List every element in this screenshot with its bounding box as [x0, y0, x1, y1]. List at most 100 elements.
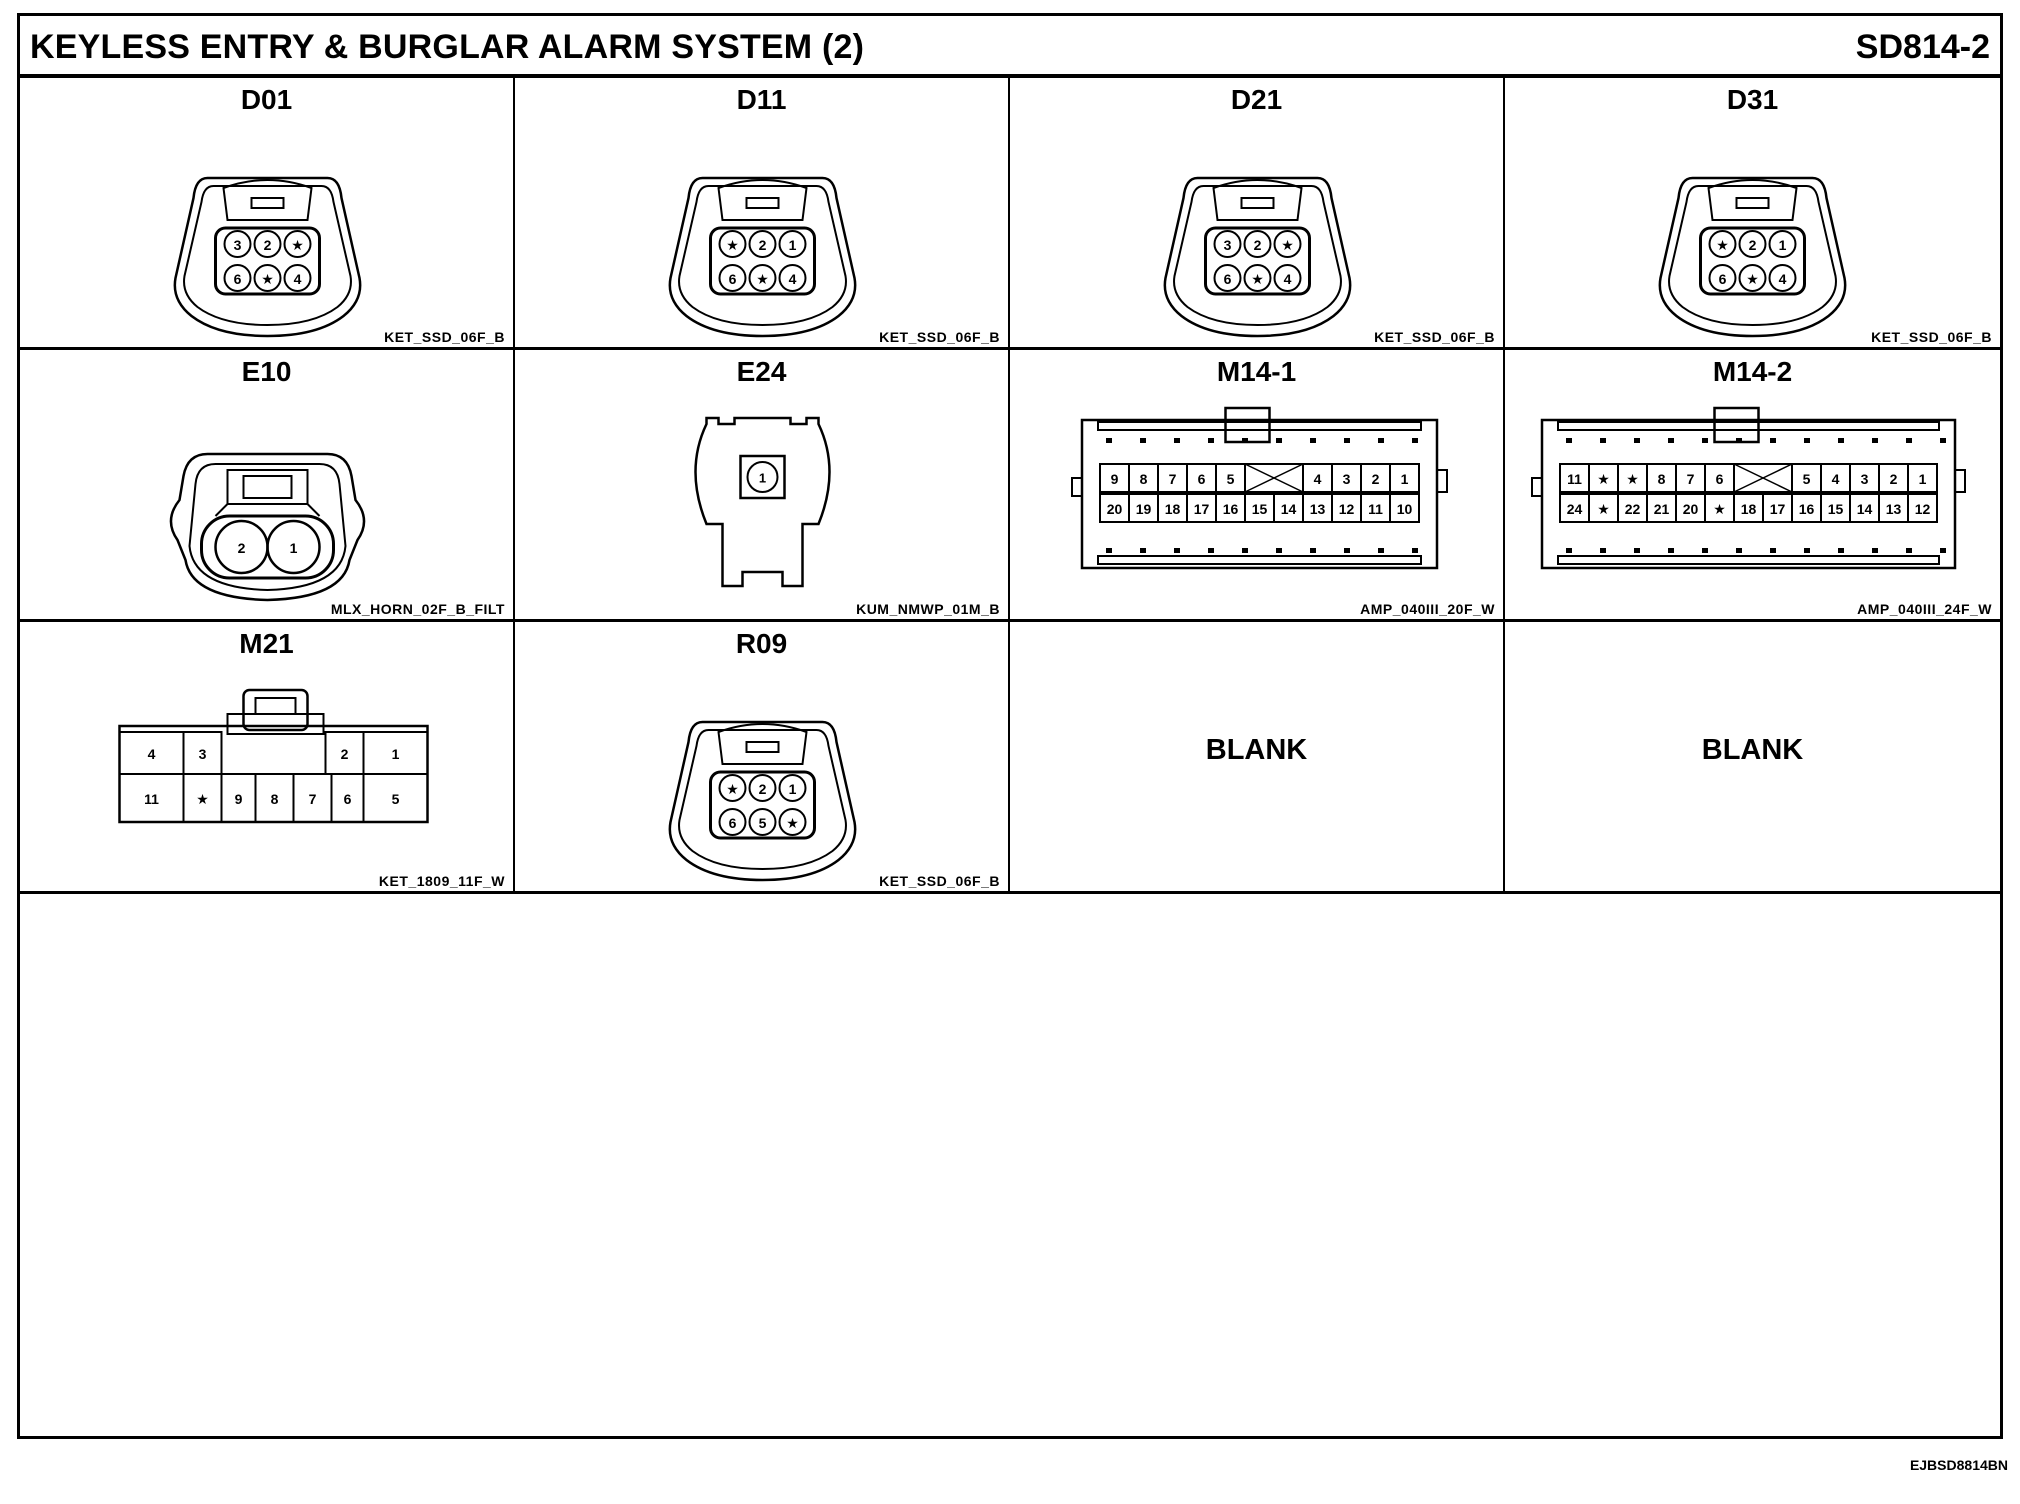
pin-label: 16	[1799, 501, 1815, 517]
connector-label: E10	[241, 356, 292, 387]
pin-cavity	[1768, 230, 1797, 258]
pin-label: 4	[294, 271, 302, 287]
pin-label: 6	[234, 271, 242, 287]
connector-label: E24	[736, 356, 787, 387]
pin-label: ★	[1597, 501, 1610, 517]
pin-cavity	[223, 264, 252, 292]
pin-label: 1	[759, 471, 766, 486]
pin-label: 6	[344, 791, 352, 807]
pin-label: 1	[1401, 471, 1409, 487]
pin-label: ★	[261, 271, 274, 287]
pin-label: 6	[1198, 471, 1206, 487]
connector-label: M14-1	[1216, 356, 1297, 387]
pin-label: 5	[759, 815, 767, 831]
blank-cell: BLANK	[1505, 622, 2000, 894]
pin-label: 16	[1223, 501, 1239, 517]
connector-label: D01	[240, 84, 293, 115]
pin-label: 21	[1654, 501, 1670, 517]
pin-cavity	[1213, 264, 1242, 292]
pin-label: 12	[1915, 501, 1931, 517]
pin-cavity	[778, 808, 807, 836]
connector-part-number: MLX_HORN_02F_B_FILT	[330, 601, 505, 617]
pin-label: ★	[726, 781, 739, 797]
pin-cavity	[283, 264, 312, 292]
pin-cavity	[1273, 264, 1302, 292]
pin-label: 2	[1254, 237, 1262, 253]
pin-label: 7	[309, 791, 317, 807]
connector-part-number: KET_SSD_06F_B	[879, 873, 1000, 889]
pin-cavity	[253, 264, 282, 292]
pin-label: ★	[291, 237, 304, 253]
connector-part-number: KET_1809_11F_W	[378, 873, 505, 889]
pin-label: 2	[759, 781, 767, 797]
pin-cavity	[778, 774, 807, 802]
footer-code: EJBSD8814BN	[1909, 1457, 2008, 1473]
pin-label: 13	[1310, 501, 1326, 517]
pin-label: ★	[1746, 271, 1759, 287]
connector-label: M21	[239, 628, 294, 659]
pin-cavity	[748, 808, 777, 836]
connector-drawing: 1	[694, 416, 831, 588]
pin-label: 5	[1227, 471, 1235, 487]
pin-cavity	[283, 230, 312, 258]
pin-cavity	[1768, 264, 1797, 292]
connector-body	[1071, 406, 1448, 570]
connector-label: D21	[1230, 84, 1283, 115]
pin-cavity	[1907, 493, 1938, 523]
pin-label: 2	[759, 237, 767, 253]
pin-label: 4	[1284, 271, 1292, 287]
pin-label: 8	[1140, 471, 1148, 487]
pin-label: 14	[1281, 501, 1297, 517]
pin-label: ★	[756, 271, 769, 287]
pin-label: 11	[144, 791, 159, 807]
pin-cavity	[1243, 264, 1272, 292]
pin-label: 1	[789, 237, 797, 253]
pin-label: 6	[729, 271, 737, 287]
pin-label: 1	[1919, 471, 1927, 487]
pin-cavity	[718, 230, 747, 258]
blank-label: BLANK	[1205, 734, 1308, 766]
pin-label: 6	[1716, 471, 1724, 487]
pin-cavity	[1213, 230, 1242, 258]
pin-label: 7	[1687, 471, 1695, 487]
connector-body	[668, 176, 857, 338]
pin-label: 4	[148, 746, 156, 762]
pin-label: 3	[1224, 237, 1232, 253]
pin-label: ★	[1251, 271, 1264, 287]
pin-cavity	[1243, 230, 1272, 258]
pin-label: 15	[1828, 501, 1844, 517]
pin-cavity	[1738, 230, 1767, 258]
pin-cavity	[718, 264, 747, 292]
diagram-sheet: KEYLESS ENTRY & BURGLAR ALARM SYSTEM (2)…	[17, 13, 2003, 1439]
pin-label: 1	[789, 781, 797, 797]
connector-label: D31	[1726, 84, 1779, 115]
pin-label: 3	[1343, 471, 1351, 487]
pin-label: ★	[196, 791, 209, 807]
pin-label: 2	[1890, 471, 1898, 487]
pin-label: 22	[1625, 501, 1641, 517]
connector-body	[1163, 176, 1352, 338]
pin-cavity	[1389, 463, 1420, 493]
pin-cavity	[746, 461, 779, 493]
pin-label: 9	[235, 791, 243, 807]
pin-label: 5	[392, 791, 400, 807]
pin-label: 6	[1719, 271, 1727, 287]
connector-body	[1658, 176, 1847, 338]
pin-label: 2	[341, 746, 349, 762]
pin-cavity	[1708, 230, 1737, 258]
connector-label: M14-2	[1712, 356, 1793, 387]
connector-label: R09	[735, 628, 788, 659]
pin-cavity	[778, 230, 807, 258]
connector-part-number: KET_SSD_06F_B	[1871, 329, 1992, 345]
pin-cavity	[1389, 493, 1420, 523]
